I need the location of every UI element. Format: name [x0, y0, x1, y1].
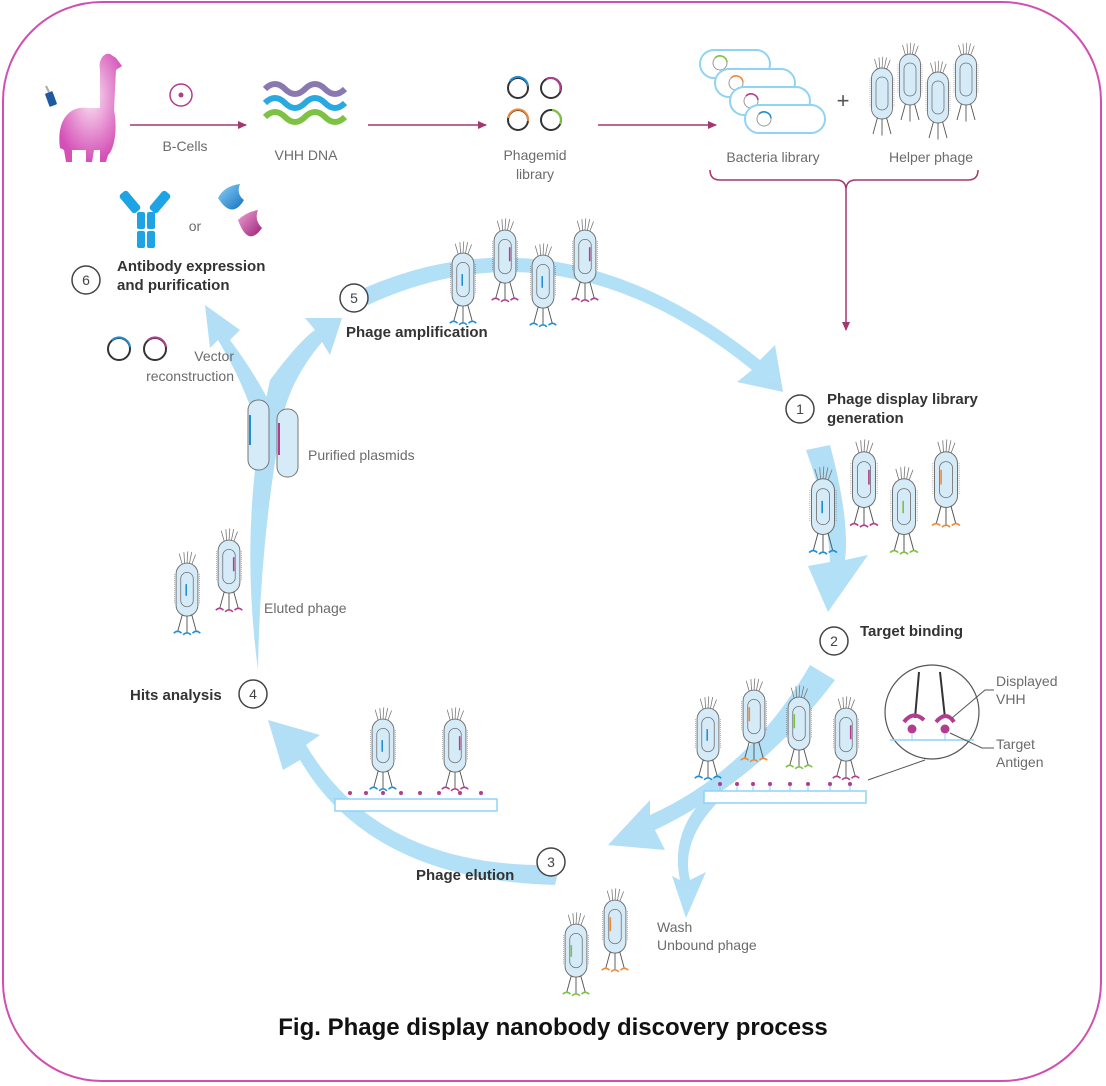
step-1-label-line1: Phage display library	[827, 391, 979, 408]
vector-reconstruction-icon	[107, 336, 167, 361]
cycle-arrows	[205, 257, 868, 918]
vhh-dna-icon	[262, 81, 348, 125]
phage-library	[808, 438, 961, 555]
svg-text:4: 4	[249, 686, 257, 702]
syringe-icon	[45, 85, 57, 107]
plus-sign: +	[837, 88, 850, 113]
eluted-phage-label: Eluted phage	[264, 600, 347, 616]
step-6-label-line2: and purification	[117, 277, 230, 294]
target-antigen-label-line1: Target	[996, 736, 1035, 752]
cycle-arrow-3-to-4	[268, 720, 560, 885]
wash-label-line1: Wash	[657, 919, 692, 935]
step-4-badge: 4	[238, 679, 268, 709]
step-3-label: Phage elution	[416, 867, 514, 884]
step-3-badge: 3	[536, 847, 566, 877]
svg-text:2: 2	[830, 633, 838, 649]
helper-phage-icon	[869, 42, 979, 140]
step-5-badge: 5	[339, 283, 369, 313]
step-1-badge: 1	[785, 394, 815, 424]
phagemid-library-icon	[507, 75, 562, 131]
target-antigen-pointer	[949, 732, 994, 749]
llama-icon	[45, 53, 122, 162]
displayed-vhh-pointer	[951, 689, 994, 719]
displayed-vhh-label-line1: Displayed	[996, 673, 1057, 689]
svg-text:5: 5	[350, 290, 358, 306]
antibody-icon	[119, 190, 171, 248]
displayed-vhh-label-line2: VHH	[996, 691, 1026, 707]
bacteria-library-label: Bacteria library	[726, 149, 819, 165]
binding-detail-magnifier	[884, 664, 980, 760]
vhh-dna-label: VHH DNA	[274, 147, 338, 163]
or-label: or	[189, 218, 202, 234]
step-6-label-line1: Antibody expression	[117, 258, 265, 275]
phagemid-label-line2: library	[516, 166, 554, 182]
bacteria-library-icon	[699, 49, 826, 134]
step-2-badge: 2	[819, 626, 849, 656]
cycle-arrow-2-to-3	[608, 665, 835, 850]
nanobody-icon	[218, 184, 262, 237]
vector-label-line1: Vector	[194, 348, 234, 364]
grouping-bracket	[709, 169, 979, 191]
purified-plasmids-label: Purified plasmids	[308, 447, 415, 463]
svg-text:1: 1	[796, 401, 804, 417]
b-cell-icon	[169, 83, 193, 107]
step-1-label-line2: generation	[827, 410, 904, 427]
phagemid-label-line1: Phagemid	[503, 147, 566, 163]
helper-phage-label: Helper phage	[889, 149, 973, 165]
cycle-arrow-to-6	[205, 305, 278, 430]
figure-caption: Fig. Phage display nanobody discovery pr…	[278, 1014, 828, 1041]
cycle-arrow-4-to-5	[235, 318, 342, 670]
zoom-leader-line	[867, 759, 926, 781]
elution-plate	[334, 706, 498, 812]
vector-label-line2: reconstruction	[146, 368, 234, 384]
unbound-phages	[562, 887, 629, 997]
binding-plate	[694, 677, 867, 804]
cycle-arrow-wash	[672, 795, 720, 918]
eluted-phages	[173, 527, 243, 636]
step-2-label: Target binding	[860, 623, 963, 640]
step-4-label: Hits analysis	[130, 687, 222, 704]
target-antigen-label-line2: Antigen	[996, 754, 1043, 770]
wash-label-line2: Unbound phage	[657, 937, 757, 953]
cycle-arrow-5-to-1	[360, 257, 783, 392]
step-5-label: Phage amplification	[346, 324, 488, 341]
svg-text:6: 6	[82, 272, 90, 288]
step-6-badge: 6	[71, 265, 101, 295]
amplified-phages	[449, 217, 599, 328]
svg-text:3: 3	[547, 854, 555, 870]
b-cells-label: B-Cells	[162, 138, 207, 154]
purified-plasmids-icon	[247, 399, 299, 478]
